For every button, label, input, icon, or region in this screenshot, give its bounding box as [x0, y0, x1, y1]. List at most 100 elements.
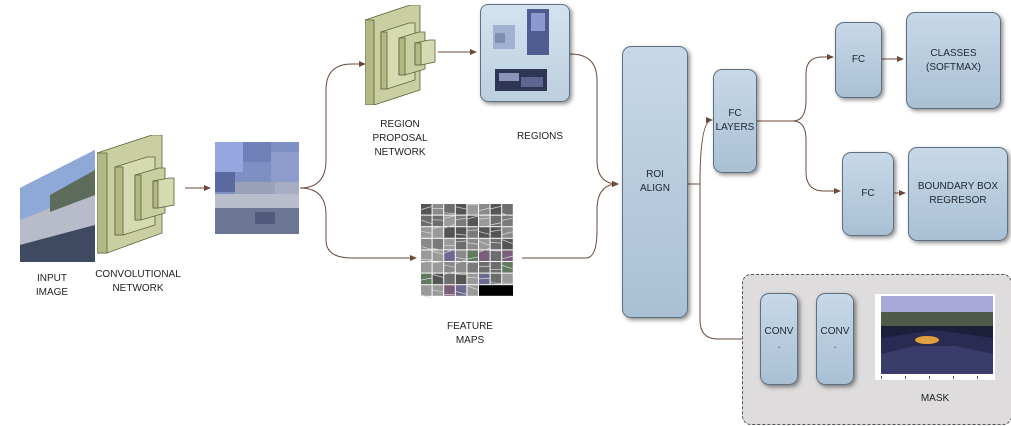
- feature-map-texture: [490, 229, 502, 232]
- feature-map-texture: [490, 205, 502, 210]
- feature-map-texture: [490, 222, 502, 226]
- feature-map-tile: [467, 285, 478, 296]
- feature-map-texture: [420, 277, 432, 281]
- feature-map-tile: [444, 204, 455, 215]
- input-image-label: INPUT IMAGE: [35, 273, 69, 298]
- feature-map-tile: [432, 285, 444, 296]
- feature-map-tile: [421, 238, 432, 250]
- feature-map-texture: [478, 217, 490, 220]
- feature-map-tile: [479, 215, 490, 227]
- feature-map-texture: [444, 271, 455, 275]
- feature-map-texture: [432, 226, 444, 229]
- feature-map-texture: [432, 261, 444, 263]
- feature-map-texture: [478, 231, 490, 235]
- feature-map-tile: [490, 238, 502, 250]
- feature-map-texture: [444, 264, 455, 268]
- classes-box: CLASSES (SOFTMAX): [906, 12, 1001, 109]
- convolutional-network-label: CONVOLUTIONAL NETWORK: [95, 269, 181, 294]
- feature-map-texture: [502, 255, 513, 260]
- feature-map-texture: [420, 294, 432, 299]
- feature-map-tile: [479, 250, 490, 261]
- feature-map-texture: [420, 246, 432, 250]
- feature-map-tile: [467, 262, 478, 273]
- feature-map-texture: [478, 265, 490, 268]
- feature-map-tile: [502, 204, 513, 215]
- feature-map-texture: [478, 248, 490, 253]
- feature-map-texture: [502, 231, 513, 235]
- feature-map-tile: [421, 250, 432, 261]
- arrow-roi-to-fc-layers: [688, 117, 713, 185]
- feature-map-texture: [444, 224, 455, 229]
- feature-map-texture: [455, 206, 467, 210]
- feature-map-texture: [432, 289, 444, 293]
- feature-map-texture: [502, 239, 513, 244]
- convolutional-network-block: [97, 135, 187, 255]
- feature-map-texture: [478, 277, 490, 280]
- arrow-regions-to-roi: [569, 53, 619, 187]
- feature-map-texture: [432, 274, 444, 278]
- feature-map-texture: [502, 282, 513, 285]
- feature-maps-grid: [420, 203, 514, 305]
- feature-map-tile: [490, 273, 502, 285]
- feature-map-tile: [502, 215, 513, 227]
- feature-map-tile: [432, 204, 444, 215]
- feature-map-texture: [467, 242, 479, 245]
- feature-map-texture: [455, 240, 467, 243]
- feature-maps-label: FEATURE MAPS: [447, 321, 493, 346]
- feature-map-tile: [479, 262, 490, 273]
- fc-top-box: FC: [835, 22, 882, 98]
- feature-map-texture: [420, 206, 432, 210]
- feature-map-tile: [444, 262, 455, 273]
- arrow-fclayers-to-fc-bottom: [792, 120, 841, 194]
- feature-map-texture: [455, 257, 467, 260]
- feature-map-texture: [467, 261, 479, 264]
- arrow-featuremaps-to-roi: [522, 181, 619, 259]
- feature-map-tile: [467, 250, 478, 261]
- feature-map-tile: [444, 250, 455, 261]
- boundary-box-regressor-box: BOUNDARY BOX REGRESOR: [908, 147, 1008, 241]
- feature-map-tile: [455, 227, 467, 238]
- feature-map-texture: [420, 230, 432, 234]
- input-image: [20, 150, 95, 262]
- feature-map-tile: [444, 285, 455, 296]
- feature-map-tile: [455, 273, 467, 285]
- fc-layers-box: FC LAYERS: [713, 69, 757, 173]
- feature-map-texture: [467, 256, 479, 260]
- arrow-fclayers-to-fc-top: [756, 54, 834, 122]
- feature-map-tile: [455, 262, 467, 273]
- arrow-roi-to-conv: [688, 183, 758, 342]
- feature-map-texture: [444, 212, 455, 214]
- arrow-fmap-to-rpn: [299, 61, 366, 189]
- feature-map-tile: [490, 215, 502, 227]
- mask-output-image: [875, 294, 995, 380]
- feature-map-texture: [467, 215, 479, 220]
- feature-map-tile: [432, 227, 444, 238]
- feature-map-tile: [432, 262, 444, 273]
- feature-map-tile: [490, 262, 502, 273]
- feature-map-texture: [455, 259, 467, 264]
- regions-panel: [480, 4, 570, 102]
- feature-map-tile: [421, 204, 432, 215]
- feature-map-tile: [432, 215, 444, 227]
- feature-map-texture: [478, 241, 490, 246]
- region-proposal-network-block: [365, 5, 440, 105]
- feature-map-tile: [432, 238, 444, 250]
- feature-map-tile: [479, 227, 490, 238]
- feature-map-tile: [467, 204, 478, 215]
- roi-align-box: ROI ALIGN: [622, 46, 688, 318]
- feature-map-tile: [421, 285, 432, 296]
- feature-map-texture: [467, 285, 479, 291]
- feature-map-tile: [455, 238, 467, 250]
- feature-map-texture: [420, 258, 432, 261]
- feature-map-texture: [490, 282, 502, 285]
- feature-map-tile: [444, 238, 455, 250]
- feature-map-tile: [455, 250, 467, 261]
- feature-map-texture: [455, 217, 467, 221]
- feature-map-texture: [455, 273, 467, 276]
- feature-map-tile: [455, 215, 467, 227]
- feature-map-texture: [444, 215, 455, 219]
- feature-map-image: [215, 142, 299, 234]
- region-proposal-network-label: REGION PROPOSAL NETWORK: [372, 119, 428, 158]
- feature-map-tile: [432, 250, 444, 261]
- feature-map-tile: [421, 262, 432, 273]
